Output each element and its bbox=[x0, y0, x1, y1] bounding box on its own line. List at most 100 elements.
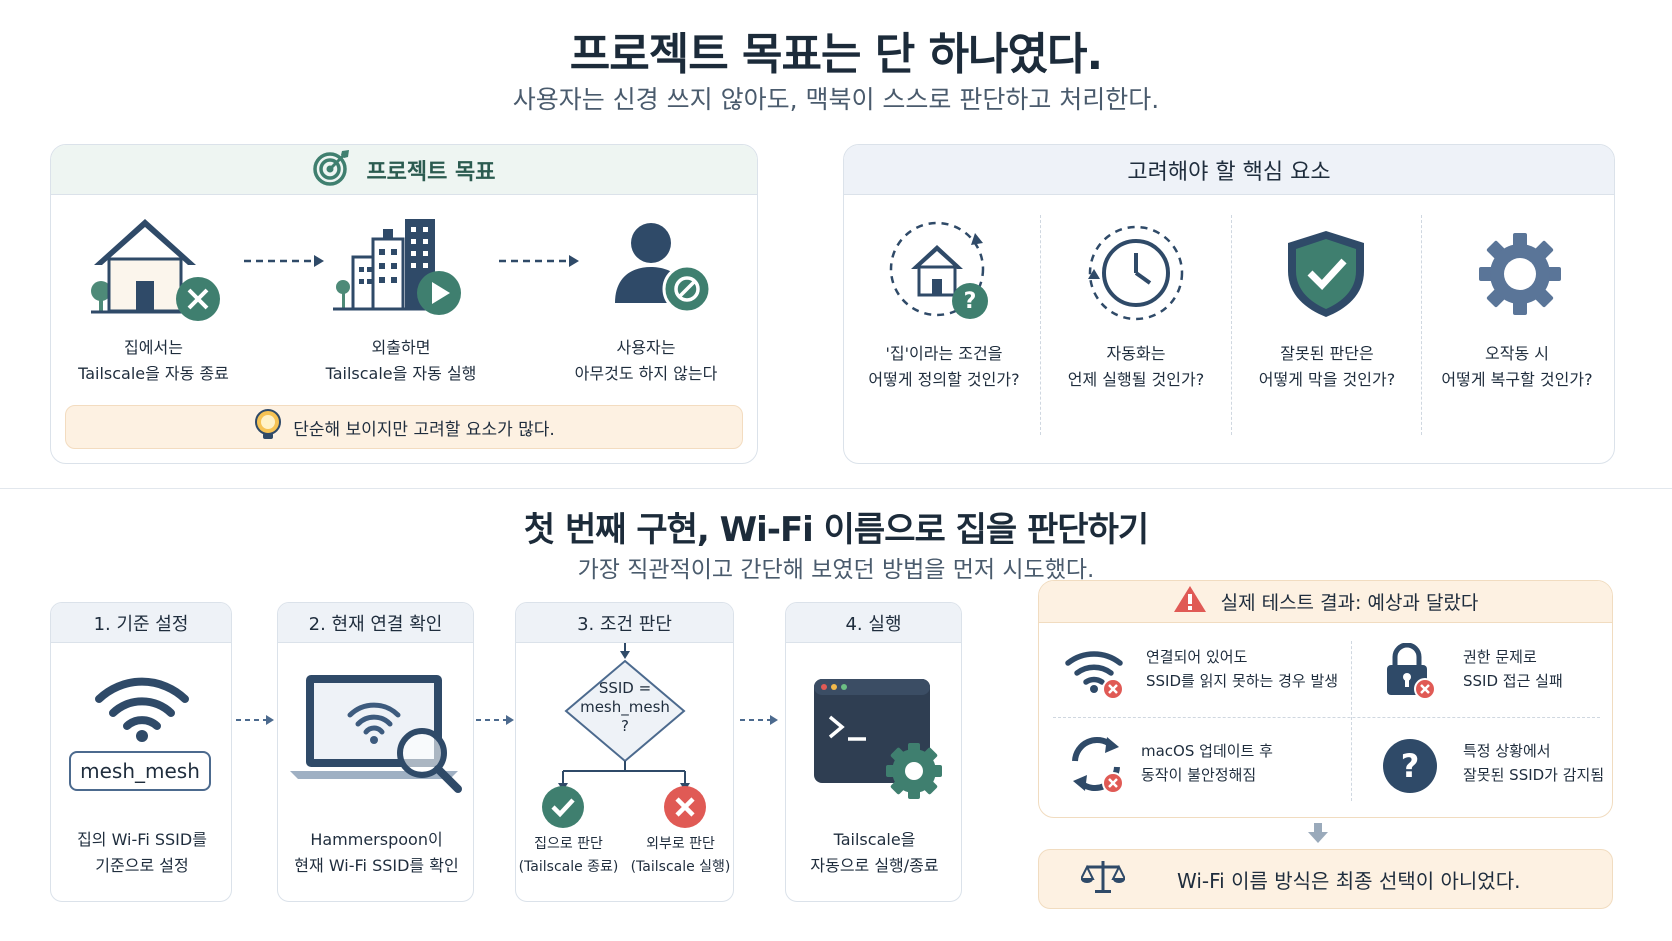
step-2-line1: Hammerspoon이 bbox=[310, 830, 443, 849]
goal-item-2-line2: Tailscale을 자동 실행 bbox=[325, 364, 477, 383]
factor-item-4-line2: 어떻게 복구할 것인가? bbox=[1441, 370, 1593, 389]
step-3-title: 3. 조건 판단 bbox=[516, 603, 733, 643]
goal-panel-header: 프로젝트 목표 bbox=[51, 145, 757, 195]
factor-item-3-line2: 어떻게 막을 것인가? bbox=[1258, 370, 1396, 389]
factor-item-1: '집'이라는 조건을 어떻게 정의할 것인가? bbox=[849, 341, 1039, 393]
step-1-line1: 집의 Wi-Fi SSID를 bbox=[77, 830, 207, 849]
wifi-icon bbox=[95, 673, 189, 747]
result-item-4-line1: 특정 상황에서 bbox=[1463, 742, 1551, 760]
goal-item-2-line1: 외출하면 bbox=[371, 338, 431, 357]
shield-check-icon bbox=[1284, 229, 1368, 323]
arrow-right-icon-2 bbox=[499, 253, 581, 273]
step-4-title: 4. 실행 bbox=[786, 603, 961, 643]
decision-diamond-text: SSID = mesh_mesh ? bbox=[571, 679, 679, 736]
factor-item-2: 자동화는 언제 실행될 것인가? bbox=[1041, 341, 1231, 393]
city-play-icon bbox=[333, 217, 463, 327]
target-icon bbox=[312, 147, 352, 193]
goal-item-2: 외출하면 Tailscale을 자동 실행 bbox=[301, 335, 501, 387]
step-card-3: 3. 조건 판단 SSID = mesh_mesh ? 집으로 판단 (Tail… bbox=[515, 602, 734, 902]
divider bbox=[1040, 215, 1041, 435]
x-circle-icon bbox=[663, 785, 707, 833]
goal-tip-text: 단순해 보이지만 고려할 요소가 많다. bbox=[293, 419, 555, 440]
step-card-1: 1. 기준 설정 mesh_mesh 집의 Wi-Fi SSID를 기준으로 설… bbox=[50, 602, 232, 902]
arrow-down-icon bbox=[1306, 823, 1330, 849]
step-2-caption: Hammerspoon이 현재 Wi-Fi SSID를 확인 bbox=[278, 827, 473, 879]
decision-yes: 집으로 판단 (Tailscale 종료) bbox=[516, 833, 621, 879]
step-4-line1: Tailscale을 bbox=[833, 830, 916, 849]
question-icon: ? bbox=[1381, 737, 1439, 799]
factor-item-4: 오작동 시 어떻게 복구할 것인가? bbox=[1422, 341, 1612, 393]
factors-panel-header: 고려해야 할 핵심 요소 bbox=[844, 145, 1614, 195]
results-panel: 실제 테스트 결과: 예상과 달랐다 연결되어 있어도 SSID를 읽지 못하는… bbox=[1038, 580, 1613, 818]
terminal-gear-icon bbox=[812, 677, 948, 805]
factor-item-2-line2: 언제 실행될 것인가? bbox=[1067, 370, 1205, 389]
diamond-line2: mesh_mesh bbox=[580, 698, 670, 716]
step-4-caption: Tailscale을 자동으로 실행/종료 bbox=[786, 827, 961, 879]
result-item-2-line2: SSID 접근 실패 bbox=[1463, 672, 1563, 690]
section-divider bbox=[0, 488, 1672, 489]
page-title: 프로젝트 목표는 단 하나였다. bbox=[569, 29, 1103, 80]
diamond-line3: ? bbox=[621, 717, 629, 735]
arrow-right-icon-3 bbox=[236, 712, 276, 731]
step-1-caption: 집의 Wi-Fi SSID를 기준으로 설정 bbox=[51, 827, 231, 879]
goal-item-3: 사용자는 아무것도 하지 않는다 bbox=[556, 335, 736, 387]
result-item-1-line2: SSID를 읽지 못하는 경우 발생 bbox=[1146, 672, 1339, 690]
goal-item-3-line2: 아무것도 하지 않는다 bbox=[574, 364, 718, 383]
step-card-2: 2. 현재 연결 확인 Hammerspoon이 현재 Wi-Fi SSID를 … bbox=[277, 602, 474, 902]
factor-item-3: 잘못된 판단은 어떻게 막을 것인가? bbox=[1232, 341, 1422, 393]
conclusion-box: Wi-Fi 이름 방식은 최종 선택이 아니었다. bbox=[1038, 849, 1613, 909]
decision-yes-line1: 집으로 판단 bbox=[534, 836, 603, 852]
goal-item-1: 집에서는 Tailscale을 자동 종료 bbox=[61, 335, 246, 387]
home-question-icon: ? bbox=[887, 221, 997, 329]
conclusion-text: Wi-Fi 이름 방식은 최종 선택이 아니었다. bbox=[1177, 868, 1521, 893]
results-panel-header: 실제 테스트 결과: 예상과 달랐다 bbox=[1039, 581, 1612, 623]
goal-item-1-line1: 집에서는 bbox=[124, 338, 183, 357]
home-stop-icon bbox=[86, 213, 226, 327]
factor-item-4-line1: 오작동 시 bbox=[1485, 344, 1549, 363]
user-idle-icon bbox=[613, 221, 713, 321]
ssid-label: mesh_mesh bbox=[69, 751, 211, 791]
scale-icon bbox=[1079, 859, 1127, 899]
check-circle-icon bbox=[541, 785, 585, 833]
results-panel-title: 실제 테스트 결과: 예상과 달랐다 bbox=[1220, 592, 1479, 614]
goal-panel-title: 프로젝트 목표 bbox=[366, 159, 496, 185]
lightbulb-icon bbox=[253, 408, 283, 446]
section2-subtitle: 가장 직관적이고 간단해 보였던 방법을 먼저 시도했다. bbox=[577, 557, 1095, 583]
factor-item-2-line1: 자동화는 bbox=[1106, 344, 1166, 363]
goal-item-3-line1: 사용자는 bbox=[616, 338, 676, 357]
goal-item-1-line2: Tailscale을 자동 종료 bbox=[78, 364, 229, 383]
section2-title: 첫 번째 구현, Wi-Fi 이름으로 집을 판단하기 bbox=[523, 510, 1149, 550]
step-1-title: 1. 기준 설정 bbox=[51, 603, 231, 643]
goal-tip: 단순해 보이지만 고려할 요소가 많다. bbox=[65, 405, 743, 449]
decision-no: 외부로 판단 (Tailscale 실행) bbox=[626, 833, 733, 879]
step-1-line2: 기준으로 설정 bbox=[95, 856, 189, 875]
decision-yes-line2: (Tailscale 종료) bbox=[518, 859, 619, 875]
factor-item-1-line2: 어떻게 정의할 것인가? bbox=[868, 370, 1020, 389]
diamond-line1: SSID = bbox=[598, 679, 652, 697]
warning-icon bbox=[1173, 584, 1207, 620]
divider bbox=[1053, 717, 1600, 718]
result-item-2-line1: 권한 문제로 bbox=[1463, 648, 1537, 666]
decision-no-line1: 외부로 판단 bbox=[646, 836, 715, 852]
step-card-4: 4. 실행 Tailscale을 자동으로 bbox=[785, 602, 962, 902]
sync-error-icon bbox=[1065, 733, 1129, 801]
gear-icon bbox=[1477, 231, 1563, 321]
result-item-1-line1: 연결되어 있어도 bbox=[1146, 648, 1248, 666]
svg-text:?: ? bbox=[964, 289, 977, 314]
decision-no-line2: (Tailscale 실행) bbox=[630, 859, 731, 875]
result-item-3-line1: macOS 업데이트 후 bbox=[1141, 742, 1273, 760]
decision-flow-lines bbox=[558, 643, 690, 791]
arrow-right-icon-4 bbox=[476, 712, 516, 731]
goal-panel: 프로젝트 목표 bbox=[50, 144, 758, 464]
result-item-4: 특정 상황에서 잘못된 SSID가 감지됨 bbox=[1463, 739, 1604, 787]
clock-icon bbox=[1084, 223, 1188, 327]
result-item-2: 권한 문제로 SSID 접근 실패 bbox=[1463, 645, 1563, 693]
step-2-title: 2. 현재 연결 확인 bbox=[278, 603, 473, 643]
factor-item-3-line1: 잘못된 판단은 bbox=[1280, 344, 1374, 363]
factor-item-1-line1: '집'이라는 조건을 bbox=[885, 344, 1003, 363]
step-2-line2: 현재 Wi-Fi SSID를 확인 bbox=[294, 856, 459, 875]
arrow-right-icon-5 bbox=[740, 712, 780, 731]
arrow-right-icon bbox=[244, 253, 326, 273]
divider bbox=[1421, 215, 1422, 435]
page-subtitle: 사용자는 신경 쓰지 않아도, 맥북이 스스로 판단하고 처리한다. bbox=[512, 85, 1160, 114]
